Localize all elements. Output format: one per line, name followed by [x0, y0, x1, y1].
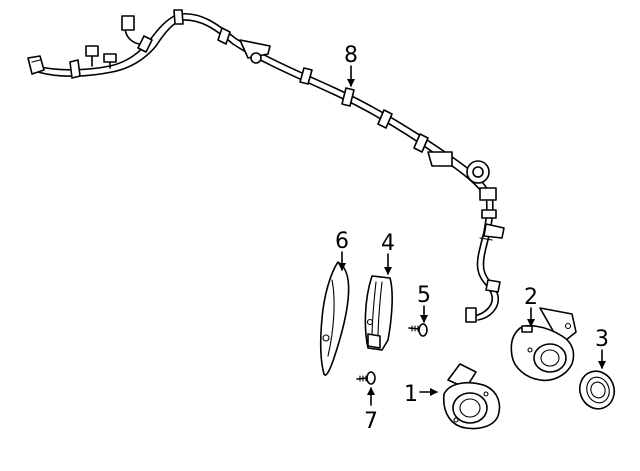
callout-8: 8 [344, 43, 358, 87]
sensor-retainer [364, 275, 393, 351]
callout-6: 6 [335, 229, 349, 271]
callout-1: 1 [404, 382, 438, 407]
callout-label-1: 1 [404, 382, 418, 407]
callout-label-4: 4 [381, 231, 395, 256]
callout-label-2: 2 [524, 285, 538, 310]
bumper-bracket [319, 261, 350, 376]
callout-3: 3 [595, 327, 609, 369]
screw-5 [408, 323, 428, 337]
callout-label-5: 5 [417, 283, 431, 308]
callout-2: 2 [524, 285, 538, 327]
callout-label-3: 3 [595, 327, 609, 352]
callout-label-7: 7 [364, 409, 378, 434]
sensor-bezel [578, 370, 616, 410]
parking-sensor-2 [510, 307, 577, 382]
callout-4: 4 [381, 231, 395, 275]
callout-7: 7 [364, 387, 378, 434]
callout-label-6: 6 [335, 229, 349, 254]
screw-7 [356, 371, 376, 385]
wiring-harness [27, 9, 505, 323]
callout-label-8: 8 [344, 43, 358, 68]
parking-sensor-1 [442, 363, 501, 430]
callout-5: 5 [417, 283, 431, 323]
